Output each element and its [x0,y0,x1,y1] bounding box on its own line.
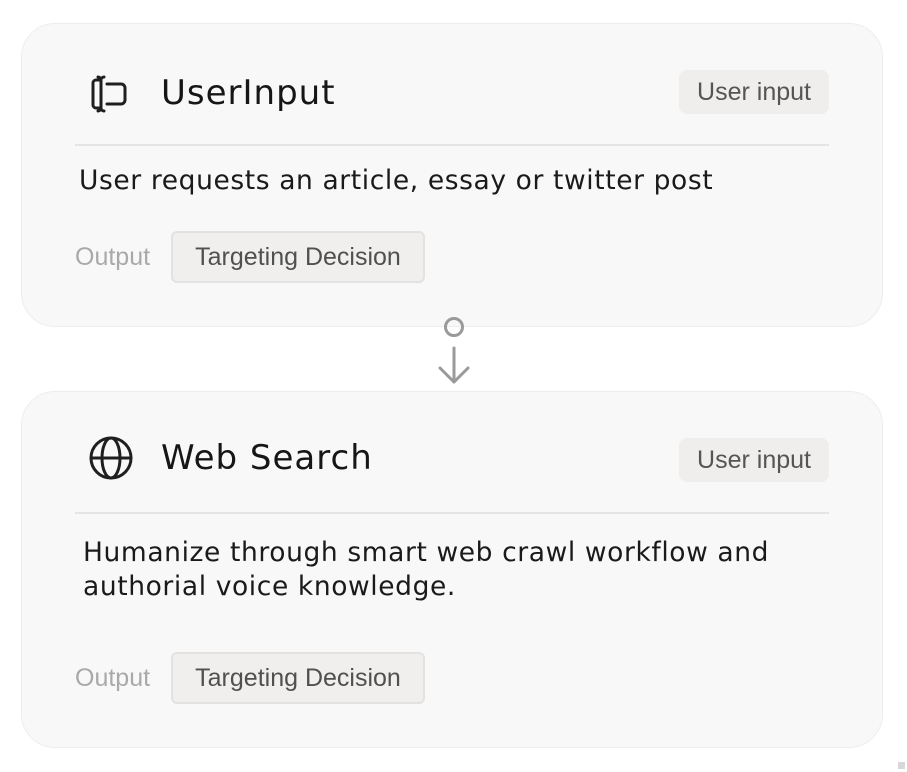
output-label: Output [75,243,151,271]
resize-handle-icon [898,762,905,769]
node-header: UserInput User input [75,24,829,146]
node-description: User requests an article, essay or twitt… [79,165,714,196]
flow-connector-arrow[interactable] [437,316,471,388]
node-card-web-search[interactable]: Web Search User input Humanize through s… [21,391,883,748]
node-header: Web Search User input [75,392,829,514]
output-chip[interactable]: Targeting Decision [171,652,425,704]
text-cursor-input-icon [87,70,135,118]
output-chip[interactable]: Targeting Decision [171,231,425,283]
node-description: Humanize through smart web crawl workflo… [83,537,770,602]
globe-icon [87,434,135,482]
connector-handle-icon [444,317,464,337]
node-card-userinput[interactable]: UserInput User input User requests an ar… [21,23,883,327]
node-title: Web Search [161,438,373,478]
node-title: UserInput [161,73,336,113]
node-type-badge: User input [679,438,829,482]
node-type-badge: User input [679,70,829,114]
arrow-down-icon [438,366,470,384]
output-label: Output [75,664,151,692]
